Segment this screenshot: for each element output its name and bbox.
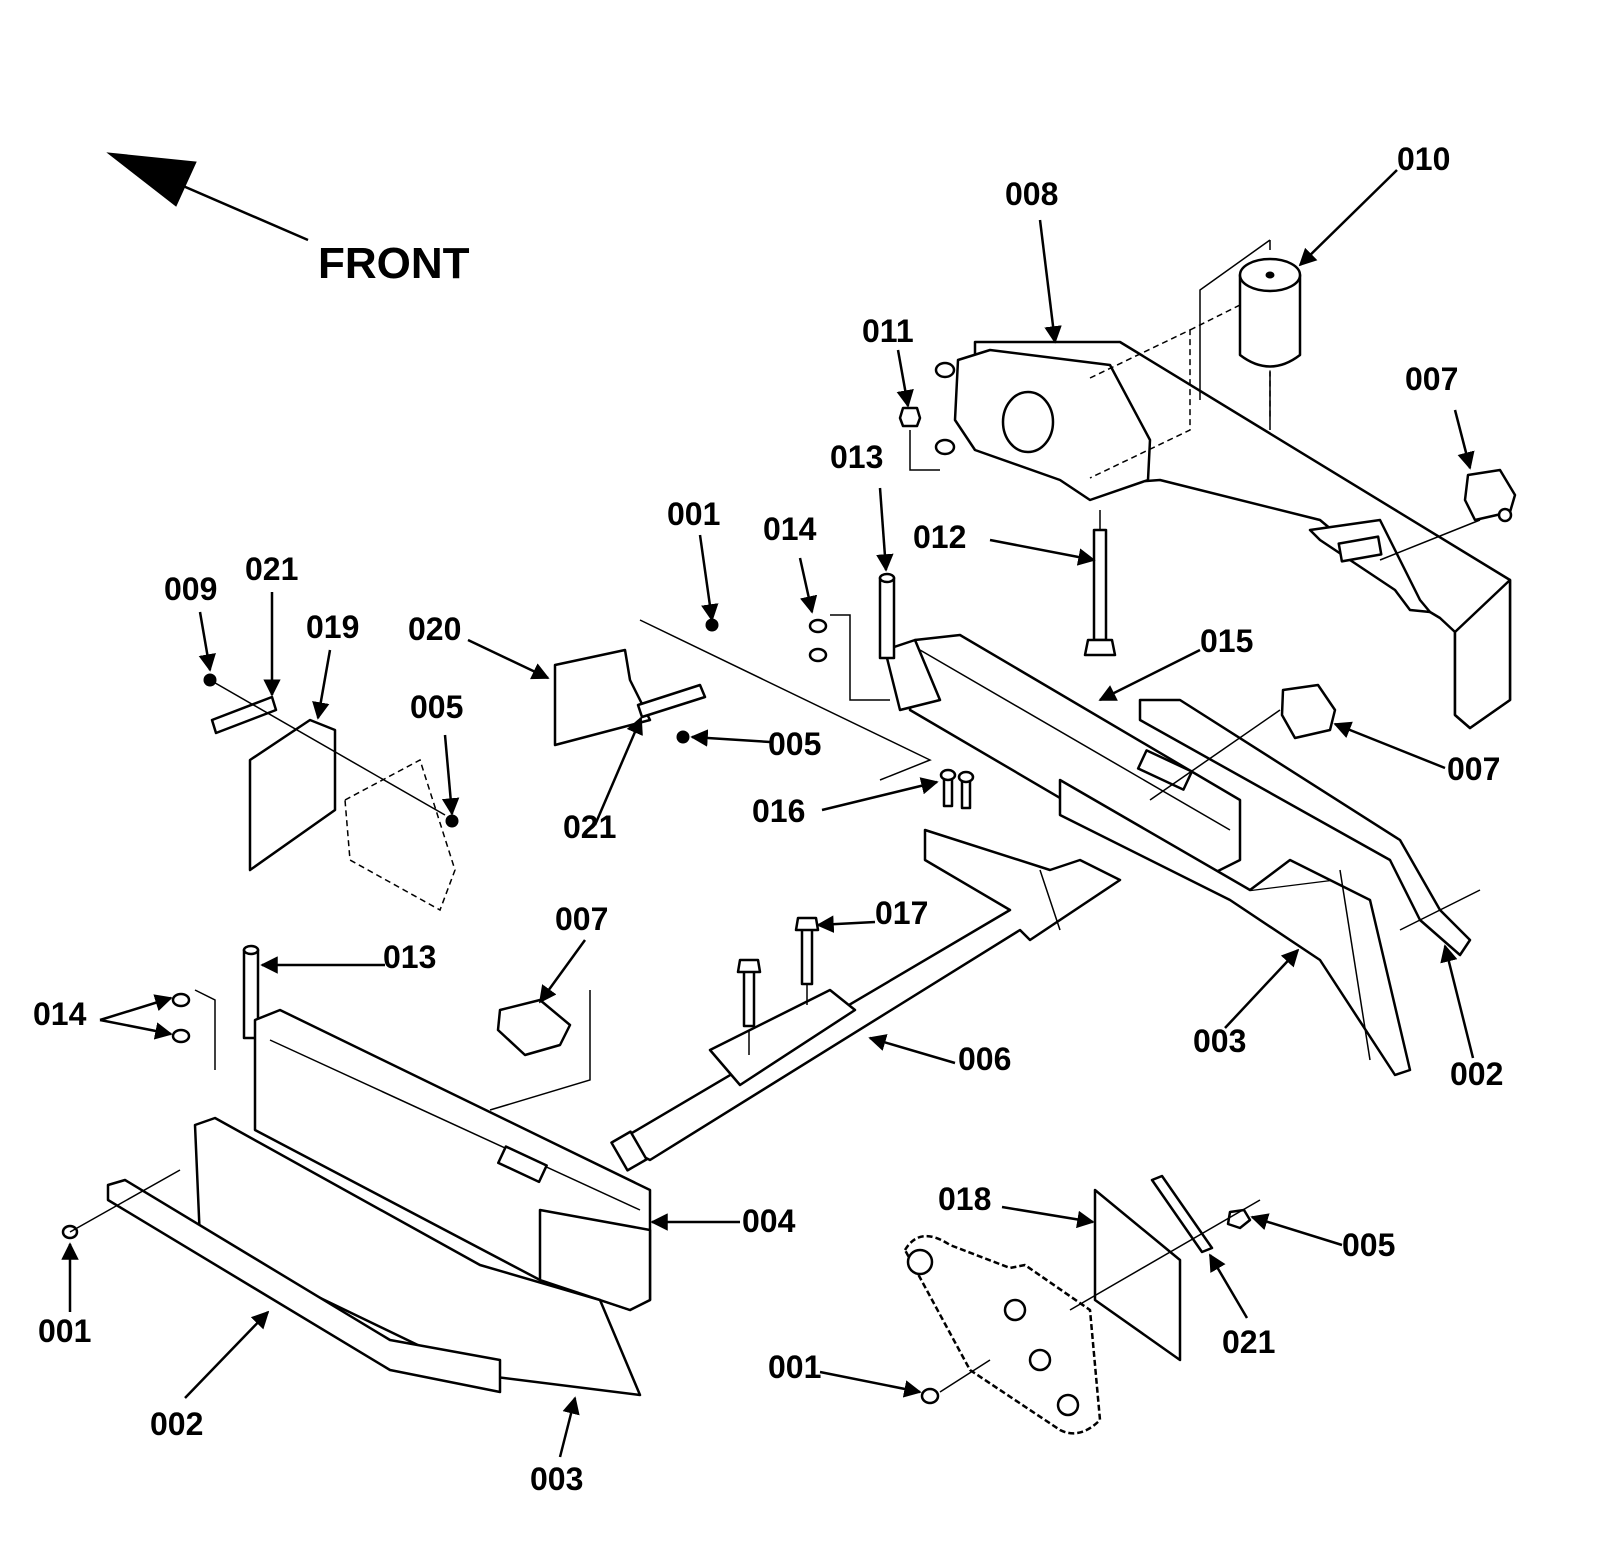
part-012-bolt: [1083, 510, 1117, 657]
callout-001: 001: [768, 1349, 821, 1385]
part-001-screw-left: [61, 1169, 181, 1240]
callout-008: 008: [1005, 176, 1058, 212]
front-indicator: FRONT: [106, 152, 470, 288]
callout-labels: 010 008 011 007 013 012 001 014 015 009 …: [33, 141, 1503, 1497]
part-021-strip-left: [210, 695, 278, 735]
part-021-strip-right: [1150, 1174, 1214, 1254]
part-017-bolts: [736, 916, 820, 1055]
callout-004: 004: [742, 1203, 796, 1239]
callout-009: 009: [164, 571, 217, 607]
callout-013: 013: [830, 439, 883, 475]
callout-007: 007: [1447, 751, 1500, 787]
callout-013: 013: [383, 939, 436, 975]
part-020-plate: [553, 619, 932, 781]
callout-010: 010: [1397, 141, 1450, 177]
front-label: FRONT: [318, 239, 470, 288]
callout-014: 014: [763, 511, 817, 547]
part-008-bracket: [934, 288, 1512, 730]
callout-012: 012: [913, 519, 966, 555]
callout-021: 021: [563, 809, 616, 845]
part-009-screw: [203, 673, 446, 816]
callout-017: 017: [875, 895, 928, 931]
part-002-strip-right: [1138, 698, 1481, 957]
part-005-nut-right: [1069, 1199, 1261, 1311]
part-001-screw-top: [705, 618, 719, 632]
part-006-frame-rail: [610, 828, 1122, 1172]
part-003-guard-right: [1058, 778, 1412, 1077]
callout-007: 007: [1405, 361, 1458, 397]
part-018-plate: [1093, 1188, 1182, 1362]
callout-014: 014: [33, 996, 87, 1032]
part-004-channel-lower: [253, 1008, 652, 1312]
part-014-spacers-top: [808, 614, 890, 701]
front-arrowhead-icon: [106, 152, 197, 207]
part-016-screws: [939, 768, 975, 810]
callout-021: 021: [1222, 1324, 1275, 1360]
callout-002: 002: [1450, 1056, 1503, 1092]
callout-019: 019: [306, 609, 359, 645]
callout-002: 002: [150, 1406, 203, 1442]
callout-005: 005: [1342, 1227, 1395, 1263]
callout-018: 018: [938, 1181, 991, 1217]
part-007-switch-lower: [489, 990, 591, 1111]
part-005-nut-left: [445, 814, 459, 828]
part-013-pin-top: [878, 572, 896, 660]
part-015-channel: [883, 633, 1242, 882]
part-019-plate-left: [248, 718, 456, 912]
part-011-nut: [898, 406, 940, 471]
part-001-screw-bottom: [920, 1359, 991, 1405]
callout-006: 006: [958, 1041, 1011, 1077]
part-007-switch-upper: [1379, 468, 1517, 561]
callout-001: 001: [667, 496, 720, 532]
callout-003: 003: [530, 1461, 583, 1497]
callout-003: 003: [1193, 1023, 1246, 1059]
part-002-strip-left: [106, 1178, 502, 1394]
part-plate-round: [903, 1235, 1102, 1435]
callout-011: 011: [862, 313, 914, 349]
callout-016: 016: [752, 793, 805, 829]
callout-001: 001: [38, 1313, 91, 1349]
callout-007: 007: [555, 901, 608, 937]
part-010-bumper: [1199, 239, 1302, 430]
part-007-switch-middle: [1149, 683, 1337, 801]
callout-005: 005: [768, 726, 821, 762]
part-021-strip-middle: [636, 683, 707, 719]
callout-020: 020: [408, 611, 461, 647]
callout-005: 005: [410, 689, 463, 725]
part-014-spacers-bottom: [171, 989, 216, 1070]
part-013-pin-bottom: [242, 944, 260, 1040]
callout-021: 021: [245, 551, 298, 587]
part-005-nut-middle: [676, 730, 690, 744]
leader-lines: [61, 169, 1475, 1458]
callout-015: 015: [1200, 623, 1253, 659]
